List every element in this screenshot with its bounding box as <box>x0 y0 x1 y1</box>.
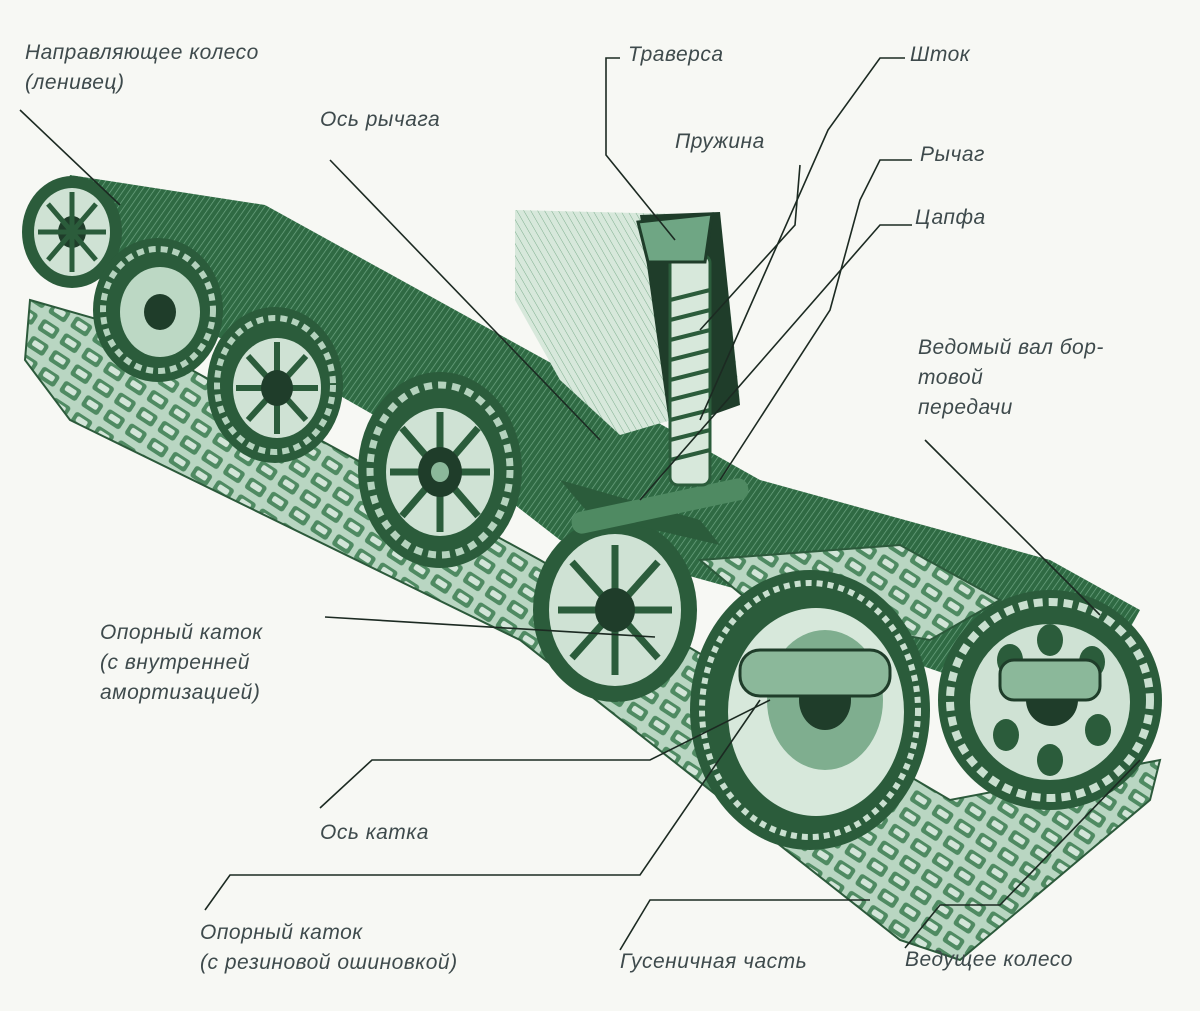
label-idler-line2: (ленивец) <box>25 71 125 94</box>
label-rw-internal-line3: амортизацией) <box>100 681 261 704</box>
road-wheel-rubber <box>690 570 930 850</box>
label-final-drive-shaft: Ведомый вал бор- товой передачи <box>918 333 1104 423</box>
label-lever: Рычаг <box>920 143 985 166</box>
label-rw-internal-line1: Опорный каток <box>100 621 263 644</box>
leader-lines <box>19 57 1141 951</box>
idler-wheel <box>22 176 122 288</box>
leader-idler <box>19 109 121 206</box>
road-wheel-3 <box>358 372 522 568</box>
leader-lever <box>719 159 912 481</box>
label-rw-rubber-line1: Опорный каток <box>200 921 363 944</box>
label-rod: Шток <box>910 43 971 66</box>
leader-trunnion <box>639 224 912 501</box>
road-wheel-2 <box>207 307 343 463</box>
leader-track <box>619 899 870 951</box>
label-spring: Пружина <box>675 130 765 153</box>
label-wheel-axle: Ось катка <box>320 821 429 844</box>
leader-spring <box>699 164 801 331</box>
leader-sprocket <box>904 759 1141 949</box>
label-rw-internal-line2: (с внутренней <box>100 651 250 674</box>
label-drive-shaft-line2: товой <box>918 366 984 389</box>
label-road-wheel-internal: Опорный каток (с внутренней амортизацией… <box>100 618 263 708</box>
leader-lever-axis <box>329 159 601 441</box>
label-idler-wheel: Направляющее колесо (ленивец) <box>25 38 259 98</box>
label-traverse: Траверса <box>628 43 724 66</box>
label-road-wheel-rubber: Опорный каток (с резиновой ошиновкой) <box>200 918 458 978</box>
label-drive-shaft-line1: Ведомый вал бор- <box>918 336 1104 359</box>
label-rw-rubber-line2: (с резиновой ошиновкой) <box>200 951 458 974</box>
road-wheel-4 <box>533 518 697 702</box>
label-drive-sprocket: Ведущее колесо <box>905 948 1073 971</box>
label-idler-line1: Направляющее колесо <box>25 41 259 64</box>
leader-wheel-axle <box>319 699 771 809</box>
label-lever-axis: Ось рычага <box>320 108 441 131</box>
label-track-section: Гусеничная часть <box>620 950 808 973</box>
leader-rod <box>699 57 905 421</box>
road-wheel-1 <box>93 238 223 382</box>
leader-road-wheel-rubber <box>204 699 761 911</box>
label-trunnion: Цапфа <box>915 206 986 229</box>
leader-drive-shaft <box>924 439 1101 616</box>
suspension-unit <box>560 212 1102 702</box>
leader-road-wheel-internal <box>324 616 656 638</box>
label-drive-shaft-line3: передачи <box>918 396 1013 419</box>
leader-traverse <box>605 57 676 241</box>
